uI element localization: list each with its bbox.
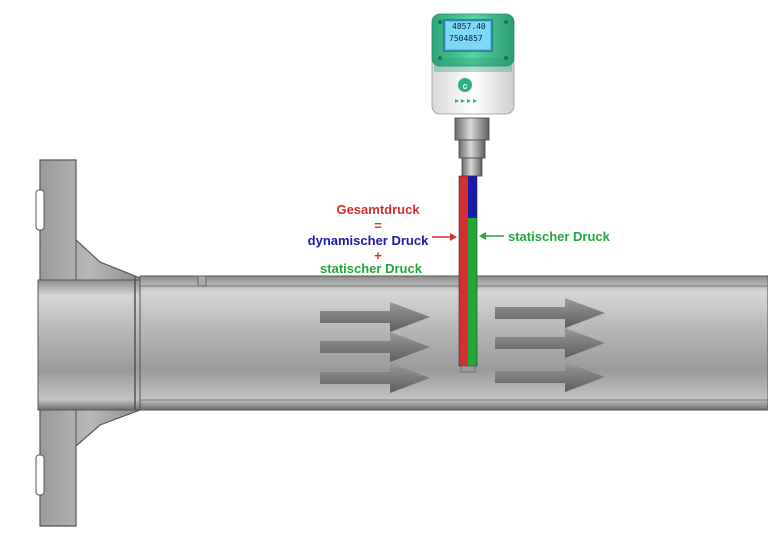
svg-text:c: c [462, 81, 467, 91]
sensor-head: c [431, 13, 515, 115]
pipe [37, 275, 768, 411]
flow-arrows [320, 298, 605, 393]
pipe-port [197, 275, 207, 287]
display-reading-2: 7504857 [449, 34, 483, 43]
static-pressure-left-label: statischer Druck [320, 261, 422, 276]
flow-arrow-right-bottom-icon [495, 362, 605, 392]
plus-sign: + [374, 248, 382, 263]
probe-nut-upper [454, 117, 490, 141]
total-pressure-channel [459, 176, 468, 366]
static-pressure-channel [468, 218, 477, 366]
cs-logo-icon [458, 78, 472, 92]
dynamic-pressure-channel [468, 176, 477, 218]
pointer-arrows [432, 232, 504, 241]
probe-tip [460, 365, 476, 373]
flow-arrow-left-bottom-icon [320, 363, 430, 393]
pitot-probe [454, 117, 490, 373]
flow-arrow-left-middle-icon [320, 332, 430, 362]
flow-arrow-right-middle-icon [495, 328, 605, 358]
total-pressure-label: Gesamtdruck [336, 202, 420, 217]
status-indicator-icons [455, 99, 477, 103]
left-arrow-icon [479, 232, 486, 240]
right-arrow-icon [450, 233, 457, 241]
dynamic-pressure-label: dynamischer Druck [307, 233, 429, 248]
static-pressure-right-label: statischer Druck [508, 229, 610, 244]
bolt-hole-bottom [35, 454, 45, 496]
probe-nut-middle [458, 139, 486, 159]
display-reading-1: 4857.40 [452, 22, 486, 31]
probe-nut-lower [461, 157, 483, 177]
flow-arrow-left-top-icon [320, 302, 430, 332]
flow-arrow-right-top-icon [495, 298, 605, 328]
equals-sign: = [374, 218, 382, 233]
bolt-hole-top [35, 189, 45, 231]
